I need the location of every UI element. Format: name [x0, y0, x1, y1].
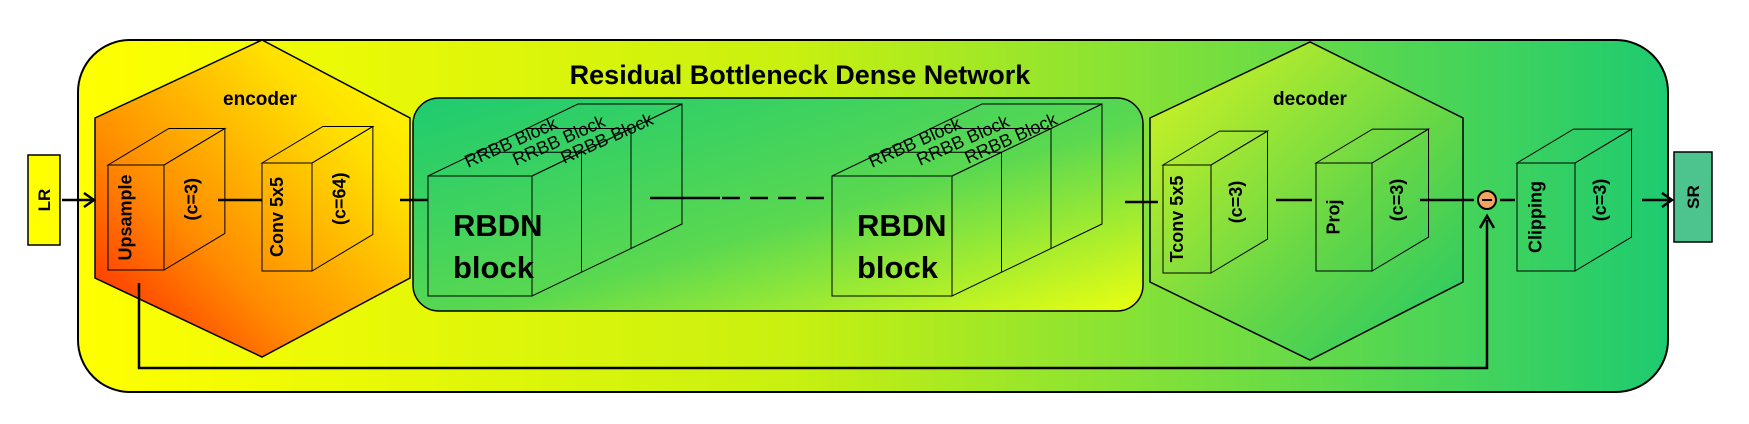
proj-layer-channels: (c=3): [1387, 179, 1407, 222]
clipping-layer: Clipping (c=3): [1515, 128, 1634, 272]
upsample-layer: Upsample (c=3): [106, 127, 227, 271]
conv5x5-layer: Conv 5x5 (c=64): [260, 125, 375, 272]
proj-layer: Proj (c=3): [1314, 128, 1431, 272]
upsample-layer-channels: (c=3): [181, 178, 201, 221]
input-lr-label: LR: [35, 189, 54, 212]
decoder-label: decoder: [1273, 89, 1348, 110]
conv5x5-layer-name: Conv 5x5: [267, 177, 287, 257]
input-lr-box: [27, 154, 61, 246]
conv5x5-layer-channels: (c=64): [329, 172, 349, 225]
output-sr-label: SR: [1684, 185, 1703, 209]
proj-layer-name: Proj: [1324, 199, 1344, 234]
clipping-layer-channels: (c=3): [1590, 179, 1610, 222]
rbdn-block-label-line1: RBDN: [453, 208, 543, 243]
rbdn-block-label-line1: RBDN: [857, 208, 947, 243]
tconv5x5-layer-name: Tconv 5x5: [1167, 176, 1187, 263]
clipping-layer-name: Clipping: [1525, 181, 1545, 253]
rbdn-block-label-line2: block: [453, 250, 535, 285]
output-sr-box: [1673, 151, 1713, 243]
tconv5x5-layer: Tconv 5x5 (c=3): [1161, 130, 1270, 274]
rbdn-block-label-line2: block: [857, 250, 939, 285]
encoder-hexagon: [94, 39, 411, 358]
upsample-layer-name: Upsample: [116, 174, 136, 260]
encoder-label: encoder: [223, 89, 298, 110]
network-title: Residual Bottleneck Dense Network: [570, 60, 1032, 90]
tconv5x5-layer-channels: (c=3): [1226, 181, 1246, 224]
rbdn-container: [412, 97, 1144, 312]
